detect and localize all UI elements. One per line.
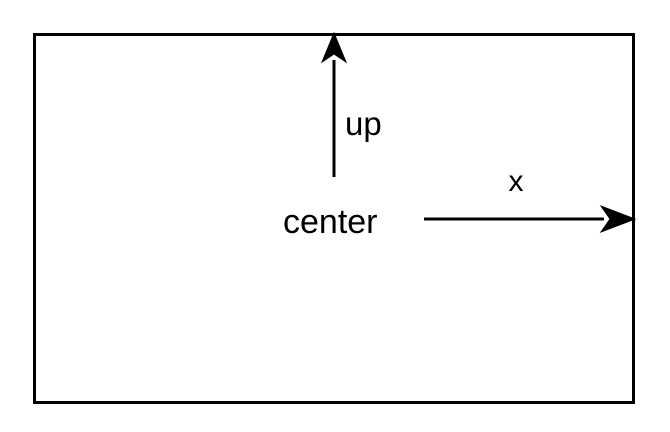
up-axis-label: up bbox=[345, 105, 382, 142]
up-axis-arrow bbox=[320, 31, 348, 177]
x-axis-arrow bbox=[424, 204, 637, 234]
x-axis-arrowhead bbox=[599, 204, 637, 234]
up-axis-arrowhead bbox=[320, 31, 348, 64]
x-axis-label: x bbox=[509, 165, 524, 198]
center-label: center bbox=[283, 203, 378, 241]
